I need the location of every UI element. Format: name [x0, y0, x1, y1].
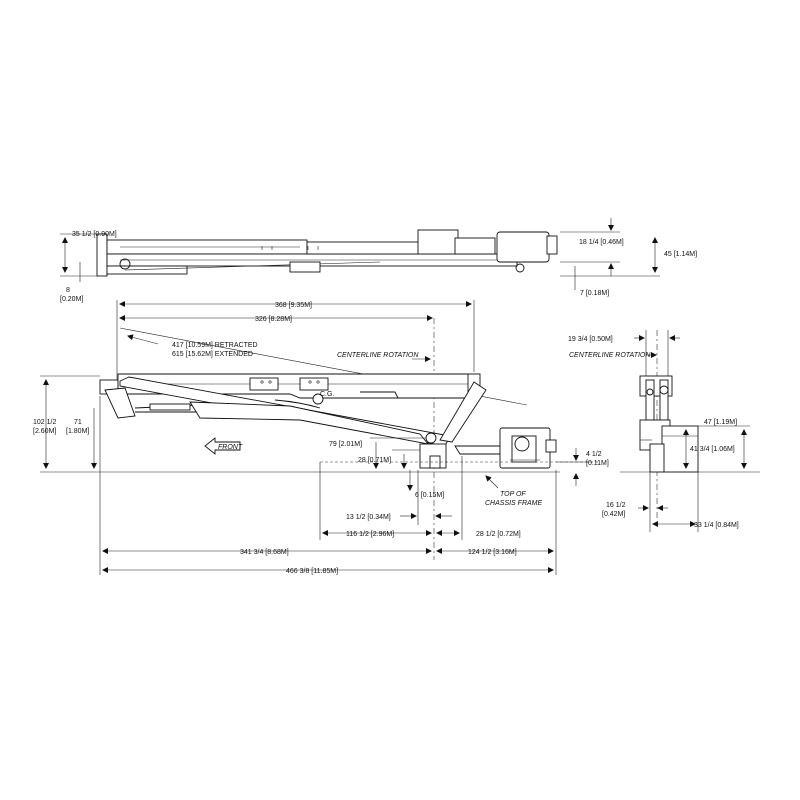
dim-28-label: 28 [0.71M]	[358, 457, 391, 464]
dim-116-label: 116 1/2 [2.96M]	[346, 531, 394, 538]
dim-326-label: 326 [8.28M]	[255, 316, 292, 323]
dim-615-label: 615 [15.62M] EXTENDED	[172, 351, 253, 358]
dim-45-label: 45 [1.14M]	[664, 251, 697, 258]
top-view-boom	[96, 229, 558, 277]
front-arrow: FRONT	[204, 437, 243, 455]
dim-7-label: 7 [0.18M]	[580, 290, 609, 297]
dim-8-label: 8	[66, 287, 70, 294]
dim-368-label: 368 [9.35M]	[275, 302, 312, 309]
side-view-right-dimensions: 4 1/2 [0.11M] TOP OF CHASSIS FRAME	[485, 448, 609, 507]
side-view-boom: C.G.	[99, 373, 557, 469]
cg-label: C.G.	[320, 391, 334, 398]
end-dim-33-label: 33 1/4 [0.84M]	[694, 522, 739, 529]
end-dim-47-label: 47 [1.19M]	[704, 419, 737, 426]
end-view-dimensions-bottom: 16 1/2 [0.42M] 33 1/4 [0.84M]	[602, 472, 739, 532]
end-view: 19 3/4 [0.50M] CENTERLINE ROTATION 47 [1…	[568, 330, 760, 532]
end-view-dimensions-right: 47 [1.19M] 41 3/4 [1.06M]	[683, 419, 750, 469]
chassis-frame-label: CHASSIS FRAME	[485, 500, 543, 507]
dim-13-label: 13 1/2 [0.34M]	[346, 514, 391, 521]
side-view-middle-dimensions: 79 [2.01M] 28 [0.71M] 6 [0.15M]	[329, 437, 444, 499]
dim-71-label: 71	[74, 419, 82, 426]
dim-28-72-label: 28 1/2 [0.72M]	[476, 531, 521, 538]
dim-102-label: 102 1/2	[33, 419, 56, 426]
dim-417-label: 417 [10.59M] RETRACTED	[172, 342, 258, 349]
dim-71-metric-label: [1.80M]	[66, 428, 89, 435]
end-centerline-label: CENTERLINE ROTATION	[569, 352, 651, 359]
end-dim-16-metric-label: [0.42M]	[602, 511, 625, 518]
end-dim-41-label: 41 3/4 [1.06M]	[690, 446, 735, 453]
side-view: 368 [9.35M] 326 [8.28M] 417 [10.59M] RET…	[33, 300, 609, 575]
front-label: FRONT	[218, 444, 243, 451]
dim-341-label: 341 3/4 [8.68M]	[240, 549, 289, 556]
dim-466-label: 466 3/8 [11.85M]	[286, 568, 338, 575]
dim-35-label: 35 1/2 [0.90M]	[72, 231, 117, 238]
centerline-rotation-label: CENTERLINE ROTATION	[337, 352, 419, 359]
end-view-machine	[639, 375, 699, 473]
top-of-chassis-label: TOP OF	[500, 491, 526, 498]
side-view-left-dimensions: 102 1/2 [2.60M] 71 [1.80M]	[33, 375, 100, 469]
top-view: 35 1/2 [0.90M] 8 [0.20M] 18 1/4 [0.46M] …	[60, 218, 697, 303]
end-view-dimensions-top: 19 3/4 [0.50M] CENTERLINE ROTATION	[568, 330, 680, 376]
end-dim-19-label: 19 3/4 [0.50M]	[568, 336, 613, 343]
side-view-bottom-dimensions: 13 1/2 [0.34M] 116 1/2 [2.96M] 28 1/2 [0…	[99, 396, 557, 575]
end-dim-16-label: 16 1/2	[606, 502, 626, 509]
dim-102-metric-label: [2.60M]	[33, 428, 56, 435]
dim-18-label: 18 1/4 [0.46M]	[579, 239, 624, 246]
top-view-dimensions: 35 1/2 [0.90M] 8 [0.20M] 18 1/4 [0.46M] …	[60, 218, 697, 303]
dim-4-metric-label: [0.11M]	[586, 460, 609, 467]
dim-79-label: 79 [2.01M]	[329, 441, 362, 448]
dim-6-label: 6 [0.15M]	[415, 492, 444, 499]
dim-124-label: 124 1/2 [3.16M]	[468, 549, 517, 556]
dim-8-metric-label: [0.20M]	[60, 296, 83, 303]
dim-4-label: 4 1/2	[586, 451, 602, 458]
